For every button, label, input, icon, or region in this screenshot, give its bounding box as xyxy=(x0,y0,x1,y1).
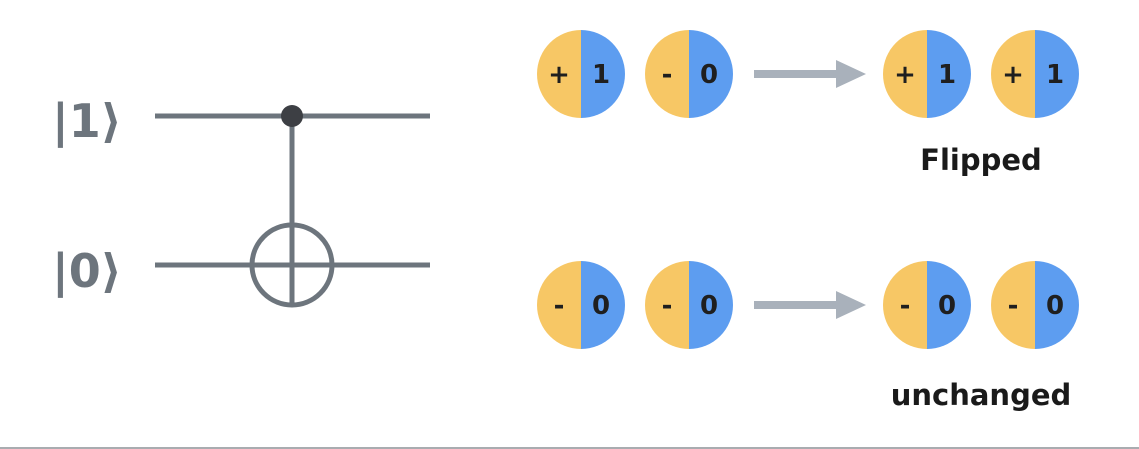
orb-sign: - xyxy=(1008,291,1019,321)
qubit-orb: - 0 xyxy=(645,261,733,349)
qubit-orb: - 0 xyxy=(991,261,1079,349)
row-caption-flipped: Flipped xyxy=(920,143,1042,177)
orb-sign: - xyxy=(900,291,911,321)
orb-left-half xyxy=(537,261,581,349)
orb-right-half xyxy=(581,30,625,118)
transition-arrow xyxy=(754,291,866,319)
orb-left-half xyxy=(883,30,927,118)
orb-sign: - xyxy=(662,291,673,321)
transition-arrow xyxy=(754,60,866,88)
qubit-orb: - 0 xyxy=(883,261,971,349)
orb-bit: 0 xyxy=(938,291,956,321)
orb-bit: 1 xyxy=(1046,60,1064,90)
orb-sign: - xyxy=(554,291,565,321)
transition-row-flipped: + 1 - 0 + 1 + 1 Flipped xyxy=(537,30,1079,177)
orb-sign: - xyxy=(662,60,673,90)
orb-left-half xyxy=(537,30,581,118)
orb-bit: 1 xyxy=(938,60,956,90)
control-qubit-ket: |1⟩ xyxy=(52,94,122,149)
orb-right-half xyxy=(689,261,733,349)
orb-sign: + xyxy=(548,60,570,90)
orb-bit: 1 xyxy=(592,60,610,90)
orb-left-half xyxy=(991,261,1035,349)
orb-bit: 0 xyxy=(592,291,610,321)
transition-row-unchanged: - 0 - 0 - 0 - 0 unchanged xyxy=(537,261,1079,412)
orb-right-half xyxy=(927,261,971,349)
row-caption-unchanged: unchanged xyxy=(891,378,1072,412)
qubit-orb: + 1 xyxy=(537,30,625,118)
orb-sign: + xyxy=(1002,60,1024,90)
target-qubit-ket: |0⟩ xyxy=(52,244,122,299)
orb-bit: 0 xyxy=(1046,291,1064,321)
orb-right-half xyxy=(1035,30,1079,118)
qubit-orb: + 1 xyxy=(883,30,971,118)
control-dot xyxy=(281,105,303,127)
orb-right-half xyxy=(927,30,971,118)
orb-left-half xyxy=(991,30,1035,118)
orb-sign: + xyxy=(894,60,916,90)
orb-right-half xyxy=(689,30,733,118)
orb-left-half xyxy=(645,261,689,349)
bottom-divider xyxy=(0,447,1139,449)
orb-right-half xyxy=(1035,261,1079,349)
qubit-orb: + 1 xyxy=(991,30,1079,118)
orb-left-half xyxy=(645,30,689,118)
cnot-circuit: |1⟩ |0⟩ xyxy=(52,94,430,308)
qubit-orb: - 0 xyxy=(537,261,625,349)
orb-right-half xyxy=(581,261,625,349)
orb-bit: 0 xyxy=(700,60,718,90)
orb-left-half xyxy=(883,261,927,349)
qubit-orb: - 0 xyxy=(645,30,733,118)
orb-bit: 0 xyxy=(700,291,718,321)
